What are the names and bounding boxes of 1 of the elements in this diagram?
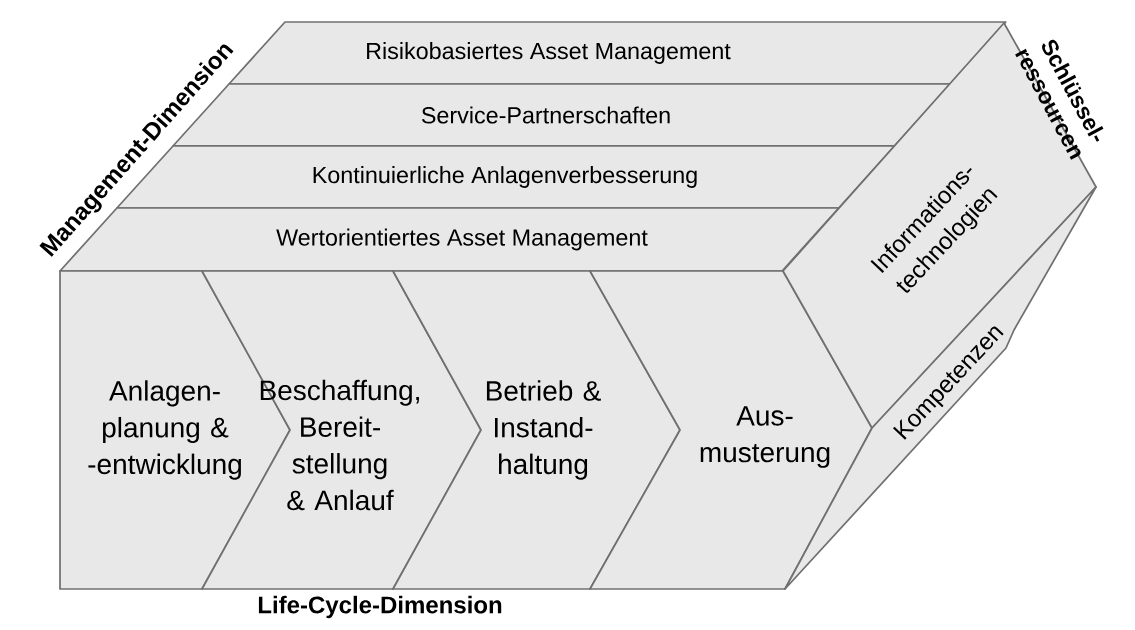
dimension-label: Life-Cycle-Dimension xyxy=(258,595,502,619)
